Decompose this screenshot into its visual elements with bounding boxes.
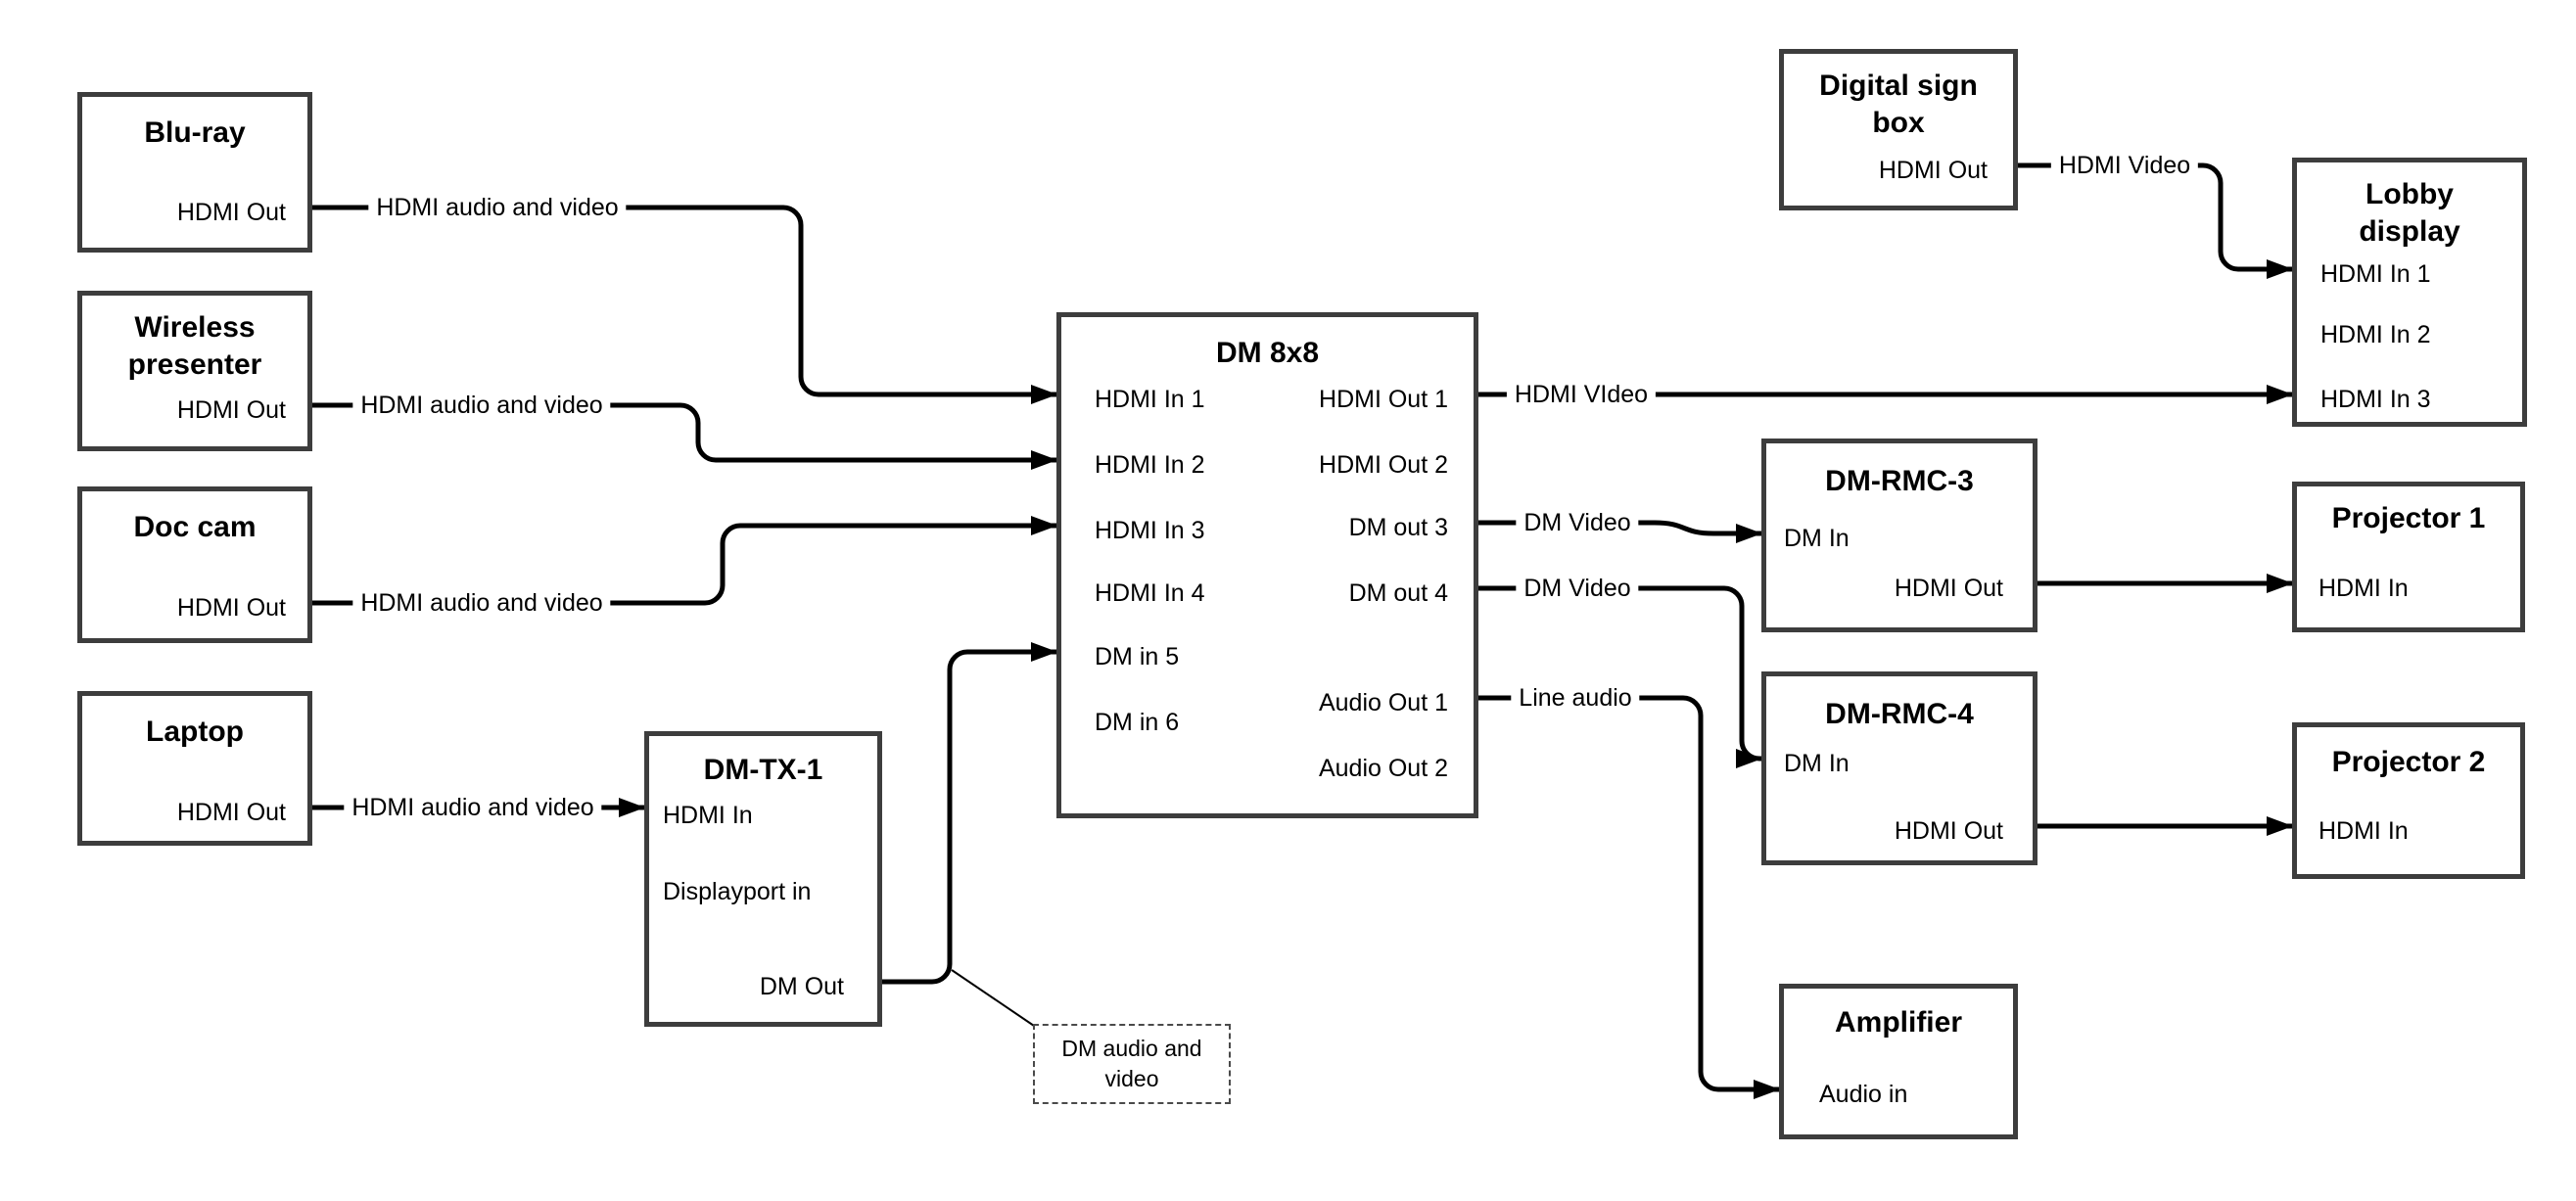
- port-hdmi-in-2: HDMI In 2: [1095, 451, 1205, 479]
- port-hdmi-in-2: HDMI In 2: [2320, 321, 2431, 348]
- port-hdmi-out: HDMI Out: [1894, 817, 2003, 845]
- port-dm-in-5: DM in 5: [1095, 643, 1180, 670]
- box-digital-sign-box: Digital sign box HDMI Out: [1779, 49, 2018, 210]
- link-label-bluray-hdmi-av: HDMI audio and video: [368, 191, 627, 224]
- callout-dm-audio-and-video: DM audio and video: [1033, 1024, 1231, 1104]
- box-title: Projector 1: [2331, 502, 2486, 534]
- link-dm8x8-aout1-to-amplifier: [1478, 695, 1780, 1099]
- callout-leader-line: [951, 969, 1038, 1029]
- port-dm-out: DM Out: [759, 973, 844, 1000]
- port-audio-out-1: Audio Out 1: [1318, 689, 1448, 716]
- box-title: Blu-ray: [144, 116, 246, 149]
- link-bluray-to-dm8x8-in1: [312, 205, 1057, 404]
- box-dm-tx-1: DM-TX-1 HDMI In Displayport in DM Out: [644, 731, 882, 1027]
- port-hdmi-in: HDMI In: [2318, 817, 2409, 845]
- box-title: Wireless presenter: [127, 311, 262, 381]
- box-doc-cam: Doc cam HDMI Out: [77, 486, 312, 643]
- port-hdmi-out: HDMI Out: [176, 396, 286, 424]
- box-dm-rmc-4: DM-RMC-4 DM In HDMI Out: [1761, 671, 2037, 865]
- callout-text: DM audio and video: [1061, 1035, 1202, 1091]
- port-dm-in-6: DM in 6: [1095, 709, 1180, 736]
- box-title: Doc cam: [133, 511, 257, 543]
- port-dm-out-4: DM out 4: [1348, 579, 1448, 607]
- box-title: DM-RMC-4: [1825, 698, 1974, 730]
- link-dm8x8-out4-to-rmc4: [1478, 585, 1762, 768]
- box-blu-ray: Blu-ray HDMI Out: [77, 92, 312, 253]
- port-hdmi-out: HDMI Out: [1878, 157, 1988, 184]
- box-lobby-display: Lobby display HDMI In 1 HDMI In 2 HDMI I…: [2292, 158, 2527, 427]
- box-dm-8x8: DM 8x8 HDMI In 1 HDMI In 2 HDMI In 3 HDM…: [1056, 312, 1478, 818]
- link-wireless-to-dm8x8-in2: [312, 402, 1057, 470]
- port-hdmi-in: HDMI In: [2318, 575, 2409, 602]
- box-title: Projector 2: [2331, 746, 2486, 778]
- link-label-hdmi-video-out1: HDMI VIdeo: [1506, 378, 1657, 411]
- box-title: DM 8x8: [1215, 337, 1320, 369]
- port-hdmi-out: HDMI Out: [176, 799, 286, 826]
- port-hdmi-out: HDMI Out: [176, 594, 286, 622]
- port-dm-out-3: DM out 3: [1348, 514, 1448, 541]
- port-hdmi-in: HDMI In: [663, 802, 753, 829]
- port-audio-out-2: Audio Out 2: [1318, 755, 1448, 782]
- link-dm8x8-out3-to-rmc3: [1478, 520, 1762, 543]
- port-hdmi-out-1: HDMI Out 1: [1319, 386, 1448, 413]
- box-wireless-presenter: Wireless presenter HDMI Out: [77, 291, 312, 451]
- box-title: Lobby display: [2359, 178, 2460, 248]
- link-label-line-audio: Line audio: [1511, 681, 1640, 715]
- link-sign-to-lobby-in1: [2018, 162, 2293, 279]
- box-amplifier: Amplifier Audio in: [1779, 984, 2018, 1139]
- port-hdmi-out: HDMI Out: [1894, 575, 2003, 602]
- port-hdmi-in-3: HDMI In 3: [1095, 517, 1205, 544]
- link-label-laptop-hdmi-av: HDMI audio and video: [344, 791, 602, 824]
- link-label-wireless-hdmi-av: HDMI audio and video: [352, 389, 611, 422]
- link-label-doccam-hdmi-av: HDMI audio and video: [352, 586, 611, 620]
- box-dm-rmc-3: DM-RMC-3 DM In HDMI Out: [1761, 439, 2037, 632]
- link-dmtx1-to-dm8x8-in5: [882, 642, 1057, 985]
- port-hdmi-out-2: HDMI Out 2: [1319, 451, 1448, 479]
- port-audio-in: Audio in: [1819, 1081, 1908, 1108]
- box-title: Laptop: [146, 716, 244, 748]
- box-laptop: Laptop HDMI Out: [77, 691, 312, 846]
- link-label-dm-video-out3: DM Video: [1516, 506, 1639, 539]
- box-title: Amplifier: [1834, 1006, 1963, 1039]
- link-label-sign-hdmi-video: HDMI Video: [2050, 149, 2199, 182]
- port-displayport-in: Displayport in: [663, 878, 812, 905]
- port-hdmi-out: HDMI Out: [176, 199, 286, 226]
- port-dm-in: DM In: [1784, 750, 1850, 777]
- box-projector-2: Projector 2 HDMI In: [2292, 722, 2525, 879]
- port-dm-in: DM In: [1784, 525, 1850, 552]
- box-title: DM-RMC-3: [1825, 465, 1974, 497]
- link-label-dm-video-out4: DM Video: [1516, 572, 1639, 605]
- port-hdmi-in-1: HDMI In 1: [1095, 386, 1205, 413]
- port-hdmi-in-3: HDMI In 3: [2320, 386, 2431, 413]
- box-title: Digital sign box: [1819, 69, 1978, 139]
- box-title: DM-TX-1: [703, 754, 823, 786]
- port-hdmi-in-4: HDMI In 4: [1095, 579, 1205, 607]
- link-doccam-to-dm8x8-in3: [312, 516, 1057, 606]
- port-hdmi-in-1: HDMI In 1: [2320, 260, 2431, 288]
- box-projector-1: Projector 1 HDMI In: [2292, 482, 2525, 632]
